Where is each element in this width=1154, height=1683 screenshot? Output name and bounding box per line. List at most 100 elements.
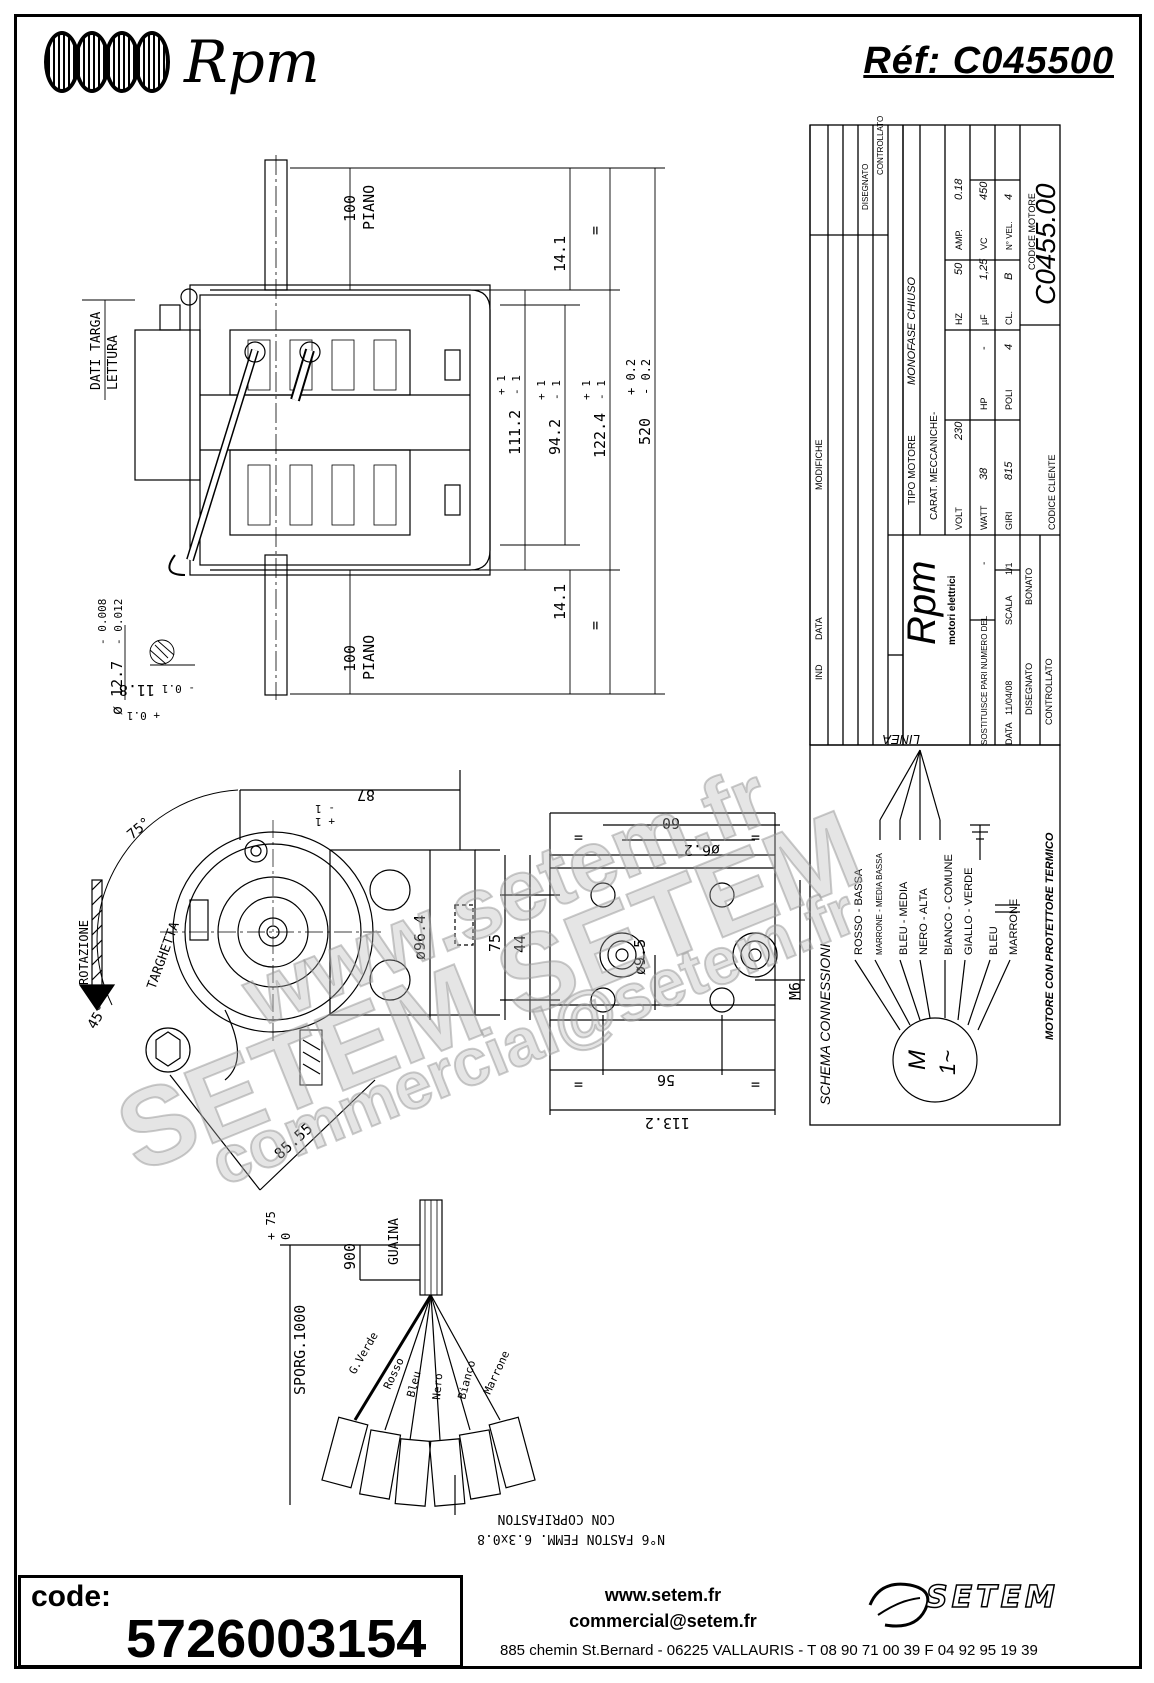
tb-scala-label: SCALA — [1004, 595, 1014, 625]
tb-data-label: DATA — [1004, 722, 1014, 745]
dim-m6: M6 — [786, 982, 804, 1000]
tb-tipo-label: TIPO MOTORE — [907, 435, 918, 505]
faston-note-1: N°6 FASTON FEMM. 6.3x0.8 — [477, 1531, 665, 1546]
tb-codice-motore-label: CODICE MOTORE — [1027, 193, 1037, 270]
schema-wire-6: GIALLO - VERDE — [963, 868, 975, 955]
eq-1: = — [574, 829, 583, 847]
schema-phase: 1~ — [935, 1050, 960, 1075]
tol-flat-1: - 0.1 — [162, 682, 195, 695]
wire-label-6: Marrone — [481, 1349, 512, 1397]
wire-label-5: Bianco — [455, 1359, 478, 1401]
tb-watt: 38 — [978, 467, 990, 480]
tb-disegnato-val: BONATO — [1024, 568, 1034, 605]
reference-number: Réf: C045500 — [863, 40, 1114, 82]
tol-111-plus: + 1 — [495, 375, 508, 395]
tb-giri-label: GIRI — [1004, 511, 1014, 530]
tb-hz: 50 — [953, 262, 965, 275]
dim-flat: 11.8 — [119, 681, 155, 699]
tb-volt-label: VOLT — [954, 507, 964, 530]
tol-shaft-1: - 0.008 — [96, 599, 109, 645]
dim-gap-top: 14.1 — [551, 236, 569, 272]
setem-mark-icon — [858, 1572, 918, 1622]
tb-uf: 1,25 — [978, 258, 990, 280]
label-targhetta: TARGHETTA — [145, 920, 183, 991]
tb-hp: - — [978, 346, 990, 350]
tb-data-val: 11/04/08 — [1004, 681, 1014, 715]
tb-disegnato-label: DISEGNATO — [1024, 663, 1034, 715]
schema-motor: M — [904, 1050, 931, 1070]
tb-ind: IND — [814, 664, 824, 680]
tb-vc-label: VC — [979, 237, 989, 250]
tb-poli: 4 — [1003, 344, 1015, 350]
tb-controllato-h: CONTROLLATO — [876, 116, 885, 175]
tb-tipo-value: MONOFASE CHIUSO — [906, 277, 918, 385]
tb-sostituisce-val: - — [979, 562, 990, 565]
faston-note-2: CON COPRIFASTON — [498, 1511, 615, 1526]
coil-logo-icon — [44, 31, 170, 93]
tol-flat-2: + 0.1 — [127, 709, 160, 722]
eq-3: = — [574, 1076, 583, 1094]
dim-900: 900 — [341, 1243, 359, 1270]
footer-website[interactable]: www.setem.fr — [604, 1585, 722, 1605]
tb-cl-label: CL. — [1004, 311, 1014, 325]
tb-watt-label: WATT — [979, 505, 989, 530]
end-view — [78, 770, 500, 1191]
tb-amp-label: AMP. — [954, 229, 964, 250]
eq-2: = — [751, 829, 760, 847]
tb-codice-cliente-label: CODICE CLIENTE — [1047, 454, 1057, 530]
dim-shaft-top: 100 — [341, 195, 359, 222]
label-rotazione: ROTAZIONE — [77, 920, 91, 985]
code-label: code: — [31, 1580, 112, 1613]
tol-87-2: + 1 — [315, 815, 335, 828]
dim-111: 111.2 — [506, 410, 524, 455]
dim-44: 44 — [511, 935, 529, 953]
tol-sporg-1: + 75 — [264, 1211, 278, 1240]
tb-vc: 450 — [978, 181, 990, 200]
cable-view — [280, 1199, 536, 1515]
tol-111-minus: - 1 — [510, 375, 523, 395]
footer-email[interactable]: commercial@setem.fr — [569, 1611, 757, 1631]
schema-wire-8: MARRONE — [1008, 899, 1020, 955]
code-box: code: 5726003154 — [18, 1575, 463, 1669]
tb-controllato-label: CONTROLLATO — [1044, 658, 1054, 725]
tb-scala-val: 1/1 — [1004, 562, 1014, 575]
setem-logo: SETEM — [858, 1572, 1059, 1622]
page-frame — [14, 14, 1142, 1669]
footer-contact: www.setem.fr commercial@setem.fr — [478, 1582, 848, 1634]
label-lettura: LETTURA — [106, 335, 121, 390]
tb-hz-label: HZ — [954, 313, 964, 325]
setem-wordmark: SETEM — [925, 1579, 1059, 1616]
dim-56: 56 — [657, 1071, 675, 1089]
dim-122: 122.4 — [591, 413, 609, 458]
dim-shaft-bot-label: PIANO — [360, 635, 378, 680]
wire-label-4: Nero — [430, 1373, 445, 1401]
schema-lines — [854, 749, 1020, 1103]
title-block-lines — [809, 124, 1061, 1126]
side-view-dimensions — [82, 167, 665, 700]
tb-brand-sub: motori elettrici — [947, 575, 958, 645]
dim-94: 94.2 — [546, 419, 564, 455]
dim-75: 75 — [486, 934, 504, 952]
eq-top: = — [586, 226, 604, 235]
label-guaina: GUAINA — [387, 1218, 402, 1265]
eq-4: = — [751, 1076, 760, 1094]
tb-brand: Rpm — [900, 561, 944, 645]
dim-87: 87 — [357, 786, 375, 804]
schema-wire-1: ROSSO - BASSA — [853, 868, 865, 955]
tb-uf-label: µF — [979, 314, 989, 325]
schema-linea: LINEA — [882, 732, 920, 747]
dim-shaft-bot: 100 — [341, 645, 359, 672]
tol-shaft-2: - 0.012 — [112, 599, 125, 645]
tol-sporg-2: 0 — [279, 1233, 293, 1240]
side-view — [134, 155, 491, 700]
tol-520-minus: - 0.2 — [639, 359, 653, 395]
schema-wire-4: NERO - ALTA — [918, 888, 930, 955]
setem-swoosh-icon — [868, 1582, 930, 1628]
dim-shaft-diameter: ø 12.7 — [108, 661, 126, 715]
dim-gap-bot: 14.1 — [551, 584, 569, 620]
tb-carat-label: CARAT. MECCANICHE — [929, 415, 940, 520]
tol-122-minus: - 1 — [595, 380, 608, 400]
tol-520-plus: + 0.2 — [624, 359, 638, 395]
schema-wire-2: MARRONE - MEDIA BASSA — [875, 853, 884, 955]
